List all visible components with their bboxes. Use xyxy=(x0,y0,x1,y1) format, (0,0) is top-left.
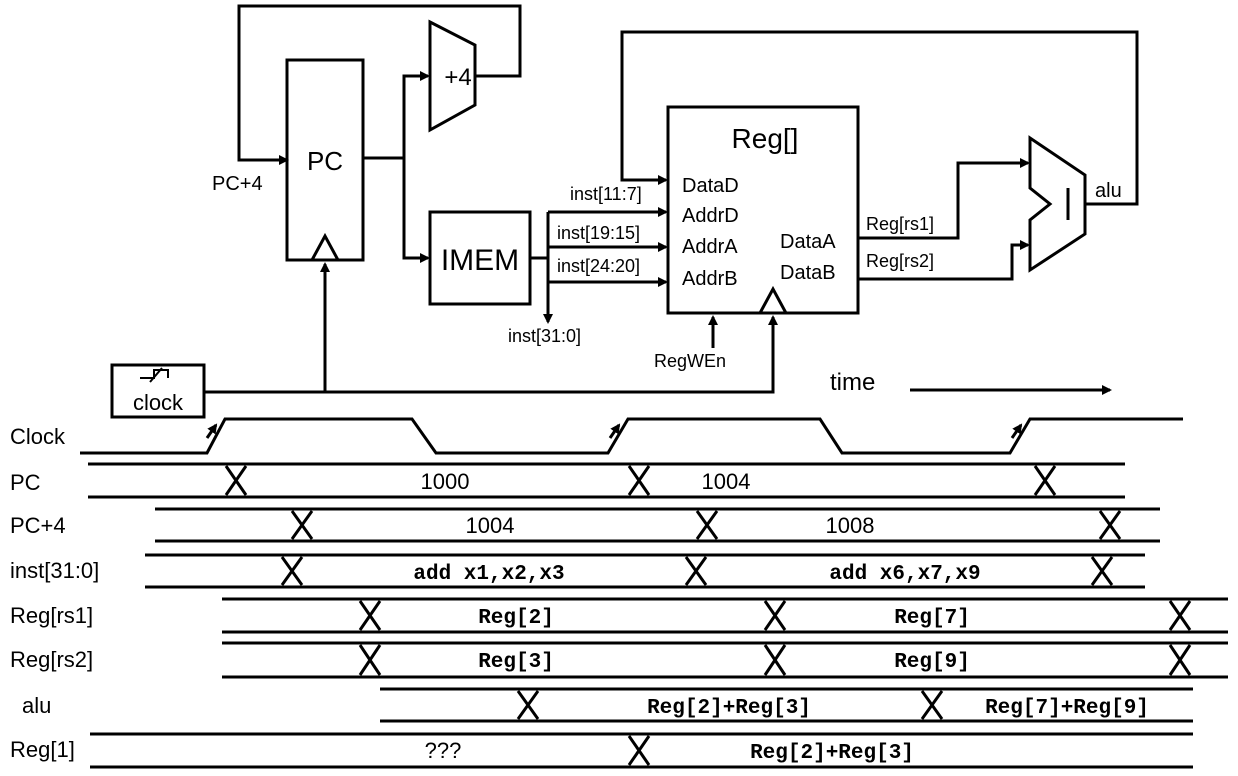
datapath: PC +4 PC+4 IMEM inst[11:7] inst[19:15] i… xyxy=(110,4,1139,419)
port-addrd: AddrD xyxy=(682,205,739,227)
inst-field-rs1: inst[19:15] xyxy=(557,223,640,243)
clock-waveform-icon xyxy=(140,369,169,379)
row-label-pc-plus4: PC+4 xyxy=(10,513,66,538)
reg1-transition-1 xyxy=(627,735,651,766)
alu-value-2: Reg[7]+Reg[9] xyxy=(985,697,1149,720)
reg1-value-2: Reg[2]+Reg[3] xyxy=(750,742,914,765)
clock-edge-arrow-1 xyxy=(205,423,218,439)
pc-plus4-feedback-wire xyxy=(237,4,522,165)
clock-source-label: clock xyxy=(133,390,184,415)
row-label-reg1: Reg[1] xyxy=(10,737,75,762)
inst-transition-3 xyxy=(1090,556,1114,586)
time-label: time xyxy=(830,369,875,396)
rs2-value-1: Reg[3] xyxy=(478,651,554,674)
clock-edge-arrow-2 xyxy=(608,423,621,439)
inst-field-rd: inst[11:7] xyxy=(570,184,642,204)
row-label-clock: Clock xyxy=(10,424,66,449)
port-addra: AddrA xyxy=(682,236,738,258)
pc-plus4-transition-2 xyxy=(695,510,719,540)
pc-transition-1 xyxy=(224,465,248,496)
plus4-label: +4 xyxy=(444,64,471,91)
rs1-value-1: Reg[2] xyxy=(478,607,554,630)
pc-clock-triangle xyxy=(309,232,341,262)
rs1-transition-3 xyxy=(1168,600,1192,631)
alu-transition-1 xyxy=(516,690,540,720)
pc-label: PC xyxy=(307,146,343,176)
clock-edge-icon xyxy=(149,367,163,383)
alu-writeback-wire xyxy=(620,30,1139,206)
regfile-clock-triangle xyxy=(757,285,789,315)
pc-plus4-transition-3 xyxy=(1098,510,1122,540)
pc-plus4-wire-label: PC+4 xyxy=(212,173,263,195)
row-label-inst: inst[31:0] xyxy=(10,558,99,583)
inst-transition-1 xyxy=(280,556,304,586)
inst-field-rs2: inst[24:20] xyxy=(557,256,640,276)
pc-plus4-transition-1 xyxy=(290,510,314,540)
clock-edge-arrow-3 xyxy=(1010,423,1023,439)
inst-transition-2 xyxy=(684,556,708,586)
pc-value-2: 1004 xyxy=(702,469,751,494)
pc-transition-3 xyxy=(1033,465,1057,496)
pc-plus4-value-2: 1008 xyxy=(826,513,875,538)
timing-diagram: Clock PC PC+4 inst[31:0] Reg[rs1] Reg[rs… xyxy=(10,417,1228,769)
row-label-alu: alu xyxy=(22,693,51,718)
rs1-transition-1 xyxy=(358,600,382,631)
inst-value-2: add x6,x7,x9 xyxy=(829,563,980,586)
rs1-wire-label: Reg[rs1] xyxy=(866,214,934,234)
rs2-data-wire xyxy=(858,240,1030,281)
port-addrb: AddrB xyxy=(682,268,738,290)
inst-value-1: add x1,x2,x3 xyxy=(413,563,564,586)
port-datab: DataB xyxy=(780,262,836,284)
plus4-adder xyxy=(428,19,477,133)
regwen-label: RegWEn xyxy=(654,351,726,371)
rs2-wire-label: Reg[rs2] xyxy=(866,251,934,271)
inst-full-label: inst[31:0] xyxy=(508,326,581,346)
rs2-transition-2 xyxy=(763,644,787,676)
rs2-transition-1 xyxy=(358,644,382,676)
alu-transition-2 xyxy=(920,690,944,720)
imem-label: IMEM xyxy=(441,244,519,277)
alu-value-1: Reg[2]+Reg[3] xyxy=(647,697,811,720)
reg1-value-1: ??? xyxy=(425,738,462,763)
row-label-pc: PC xyxy=(10,470,41,495)
rs2-transition-3 xyxy=(1168,644,1192,676)
pc-to-adder-wire xyxy=(402,71,430,158)
port-dataa: DataA xyxy=(780,231,836,253)
port-datad: DataD xyxy=(682,175,739,197)
alu-label: alu xyxy=(1095,180,1122,202)
pc-to-imem-wire xyxy=(402,158,430,263)
rs1-value-2: Reg[7] xyxy=(894,607,970,630)
pc-transition-2 xyxy=(627,465,651,496)
clock-to-regfile-wire xyxy=(204,315,778,394)
row-label-rs2: Reg[rs2] xyxy=(10,647,93,672)
rs1-transition-2 xyxy=(763,600,787,631)
clock-signal xyxy=(80,417,1183,455)
rs2-value-2: Reg[9] xyxy=(894,651,970,674)
alu-block xyxy=(1028,135,1087,273)
row-label-rs1: Reg[rs1] xyxy=(10,603,93,628)
rs1-data-wire xyxy=(858,158,1030,240)
pc-value-1: 1000 xyxy=(421,469,470,494)
pc-plus4-value-1: 1004 xyxy=(466,513,515,538)
regfile-title: Reg[] xyxy=(732,123,799,154)
